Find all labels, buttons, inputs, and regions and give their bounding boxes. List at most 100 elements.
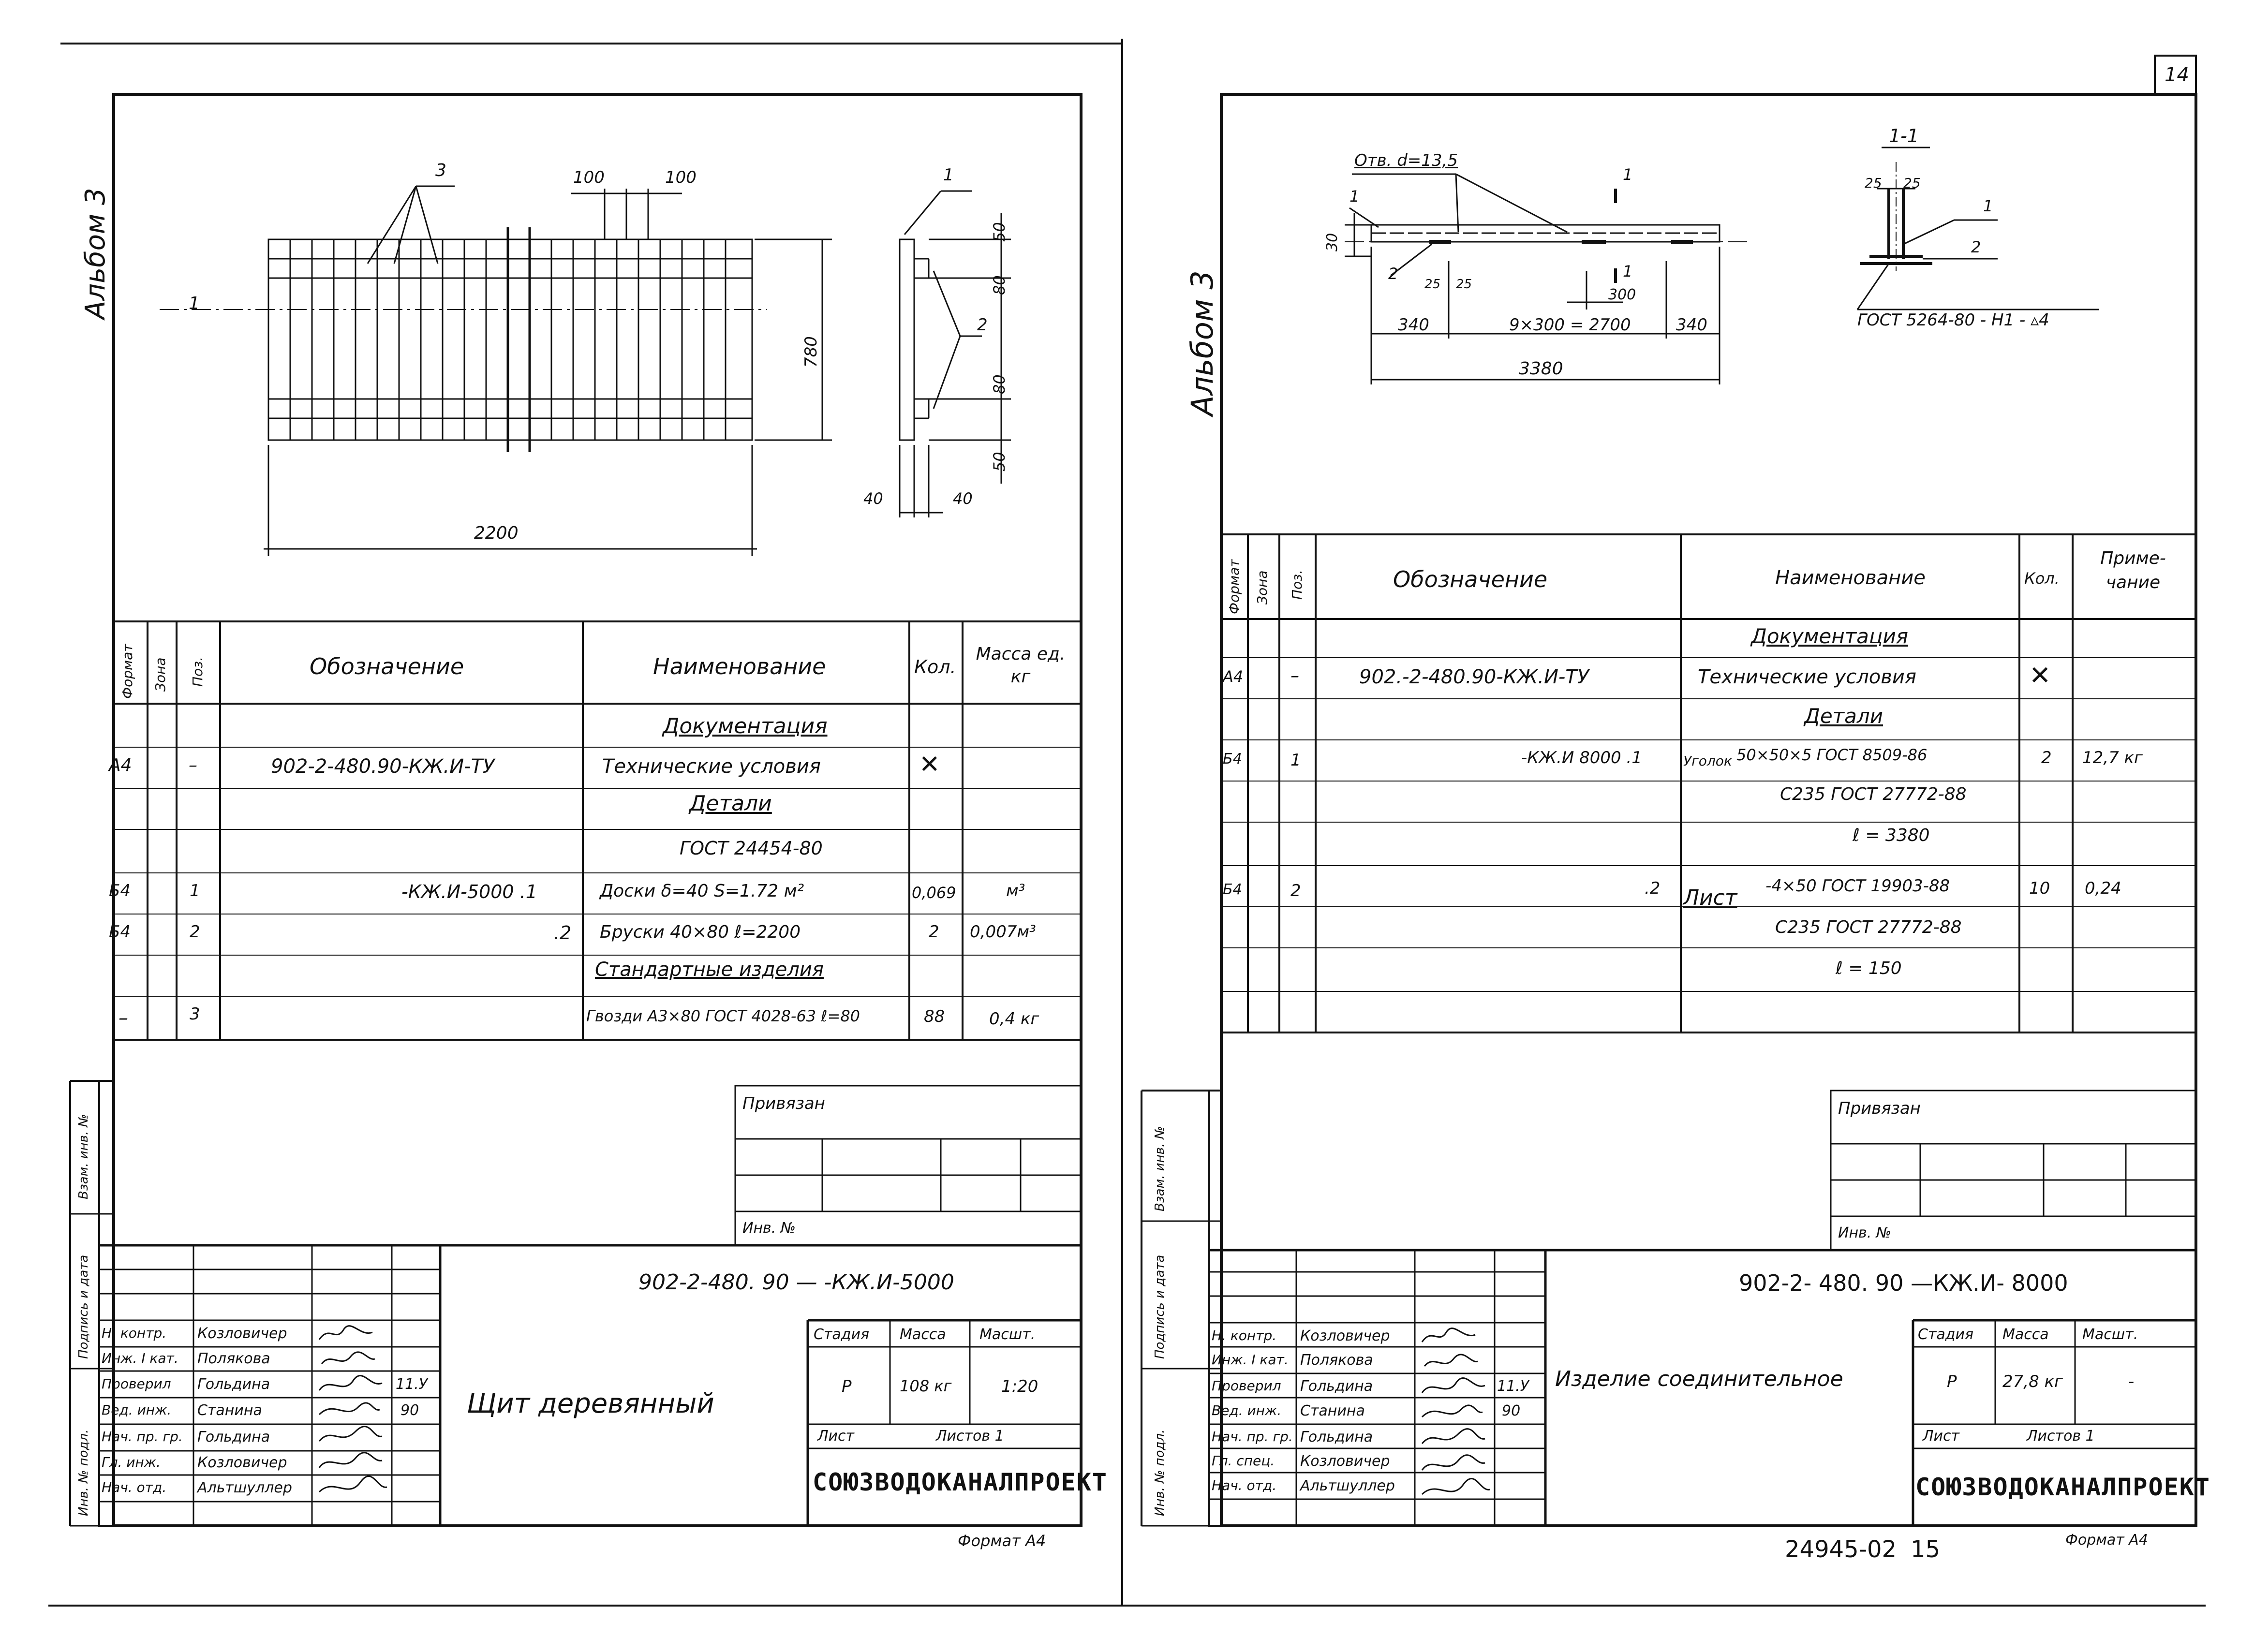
right-sheet-head: Лист: [1923, 1428, 1960, 1445]
left-album-label: Альбом 3: [80, 188, 111, 319]
right-row1-designation: 902.-2-480.90-КЖ.И-ТУ: [1359, 666, 1589, 688]
left-row3-name: Бруски 40×80 ℓ=2200: [600, 922, 801, 942]
dim-30: 30: [1324, 233, 1341, 251]
left-head-mass: Масса ед. кг: [976, 644, 1066, 687]
section-mark-bottom: 1: [1623, 262, 1633, 280]
dim-80-bottom: 80: [990, 374, 1008, 394]
left-row4-mass: 0,4 кг: [989, 1009, 1039, 1029]
left-row2-mass: м³: [1006, 881, 1025, 900]
dim-2200: 2200: [474, 523, 519, 543]
right-row3-qty: 10: [2029, 879, 2050, 898]
left-row4-name: Гвозди А3×80 ГОСТ 4028-63 ℓ=80: [586, 1007, 860, 1025]
left-head-qty: Кол.: [914, 656, 956, 678]
right-row2-steel: С235 ГОСТ 27772-88: [1780, 784, 1967, 804]
left-scale: 1:20: [1001, 1377, 1038, 1396]
sec-callout-1: 1: [1983, 197, 1993, 215]
right-name-0: Козловичер: [1300, 1328, 1390, 1344]
left-sheets-head: Листов 1: [936, 1428, 1004, 1445]
left-name-3: Станина: [197, 1402, 262, 1419]
left-row1-qty: ✕: [919, 750, 940, 779]
left-section-parts: Детали: [689, 791, 772, 816]
left-format-label: Формат А4: [958, 1532, 1046, 1550]
right-title: Изделие соединительное: [1555, 1367, 1843, 1391]
right-section-parts: Детали: [1804, 704, 1883, 728]
right-format-label: Формат А4: [2065, 1532, 2148, 1549]
left-row3-pos: 2: [190, 922, 200, 942]
dim-300: 300: [1608, 286, 1636, 303]
left-name-2: Гольдина: [197, 1376, 270, 1393]
right-head-zone: Зона: [1254, 570, 1270, 605]
left-scale-head: Масшт.: [979, 1326, 1036, 1343]
left-role-4: Нач. пр. гр.: [102, 1429, 183, 1445]
dim-100-b: 100: [665, 168, 697, 187]
archive-number: 24945-02: [1785, 1536, 1897, 1563]
left-role-3: Вед. инж.: [102, 1402, 172, 1418]
right-sheets-head: Листов 1: [2027, 1428, 2095, 1445]
right-role-0: Н. контр.: [1212, 1328, 1277, 1343]
right-row2-name-a: Уголок: [1683, 753, 1732, 769]
dim-50-top: 50: [990, 222, 1008, 242]
right-album-label: Альбом 3: [1185, 270, 1220, 416]
sec-dim-25-b: 25: [1903, 175, 1921, 191]
section-title: 1-1: [1889, 125, 1919, 147]
left-sheet-head: Лист: [817, 1428, 855, 1445]
left-row1-format: А4: [109, 755, 132, 775]
right-row3-pos: 2: [1290, 881, 1301, 900]
right-role-3: Вед. инж.: [1212, 1402, 1282, 1418]
right-name-1: Полякова: [1300, 1352, 1373, 1369]
right-row3-name-a: Лист: [1683, 885, 1737, 910]
left-head-pos: Поз.: [190, 657, 206, 687]
right-date-1: 11.У: [1497, 1378, 1529, 1395]
right-role-1: Инж. I кат.: [1212, 1352, 1289, 1368]
left-org-logo: СОЮЗВОДОКАНАЛПРОЕКТ: [813, 1468, 1108, 1496]
right-section-docs: Документация: [1751, 624, 1909, 648]
left-mass: 108 кг: [900, 1377, 952, 1395]
dim-hole-d: Отв. d=13,5: [1354, 151, 1458, 170]
right-side-replace-inv: Взам. инв. №: [1153, 1126, 1167, 1211]
right-row3-length: ℓ = 150: [1836, 959, 1902, 978]
right-privyazan: Привязан: [1838, 1099, 1921, 1118]
left-row3-format: Б4: [109, 922, 131, 942]
right-name-5: Козловичер: [1300, 1453, 1390, 1470]
left-role-0: Н. контр.: [102, 1325, 167, 1341]
right-row2-qty: 2: [2041, 748, 2052, 767]
right-name-4: Гольдина: [1300, 1429, 1373, 1446]
left-doc-code: 902-2-480. 90 — -КЖ.И-5000: [638, 1270, 954, 1295]
right-stage: Р: [1947, 1372, 1957, 1391]
archive-page: 15: [1911, 1536, 1941, 1563]
left-section-std: Стандартные изделия: [595, 959, 824, 981]
right-inv: Инв. №: [1838, 1224, 1892, 1241]
right-row3-designation: .2: [1645, 879, 1661, 898]
left-role-5: Гл. инж.: [102, 1454, 161, 1470]
right-name-6: Альтшуллер: [1300, 1477, 1395, 1494]
left-row4-qty: 88: [924, 1007, 945, 1026]
right-row2-length: ℓ = 3380: [1853, 826, 1930, 845]
right-doc-code: 902-2- 480. 90 —КЖ.И- 8000: [1739, 1270, 2068, 1296]
left-name-6: Альтшуллер: [197, 1479, 292, 1496]
left-stage-head: Стадия: [814, 1326, 870, 1343]
left-privyazan: Привязан: [742, 1094, 825, 1113]
left-mass-head: Масса: [900, 1326, 946, 1343]
dim-40-a: 40: [863, 489, 883, 508]
sec-callout-2: 2: [1971, 238, 1981, 256]
right-role-6: Нач. отд.: [1212, 1477, 1277, 1493]
right-head-name: Наименование: [1775, 567, 1926, 589]
weld-gost: ГОСТ 5264-80 - Н1 - ▵4: [1857, 310, 2049, 330]
right-row2-name-b: 50×50×5 ГОСТ 8509-86: [1736, 746, 1928, 764]
right-scale-head: Масшт.: [2082, 1326, 2138, 1343]
dim-780: 780: [801, 336, 821, 368]
left-section-docs: Документация: [663, 714, 828, 738]
dim-pos3: 3: [435, 161, 446, 180]
page-number: 14: [2165, 64, 2189, 86]
left-row2-qty: 0,069: [912, 884, 956, 902]
left-head-designation: Обозначение: [310, 653, 464, 679]
left-date-2: 90: [400, 1402, 419, 1419]
right-head-format: Формат: [1226, 559, 1242, 614]
left-head-name: Наименование: [653, 653, 826, 679]
right-row1-name: Технические условия: [1698, 666, 1916, 688]
left-stage: Р: [842, 1377, 852, 1396]
right-row2-pos: 1: [1290, 751, 1301, 770]
dim-50-bottom: 50: [990, 452, 1008, 472]
callout-2: 2: [1388, 265, 1398, 283]
